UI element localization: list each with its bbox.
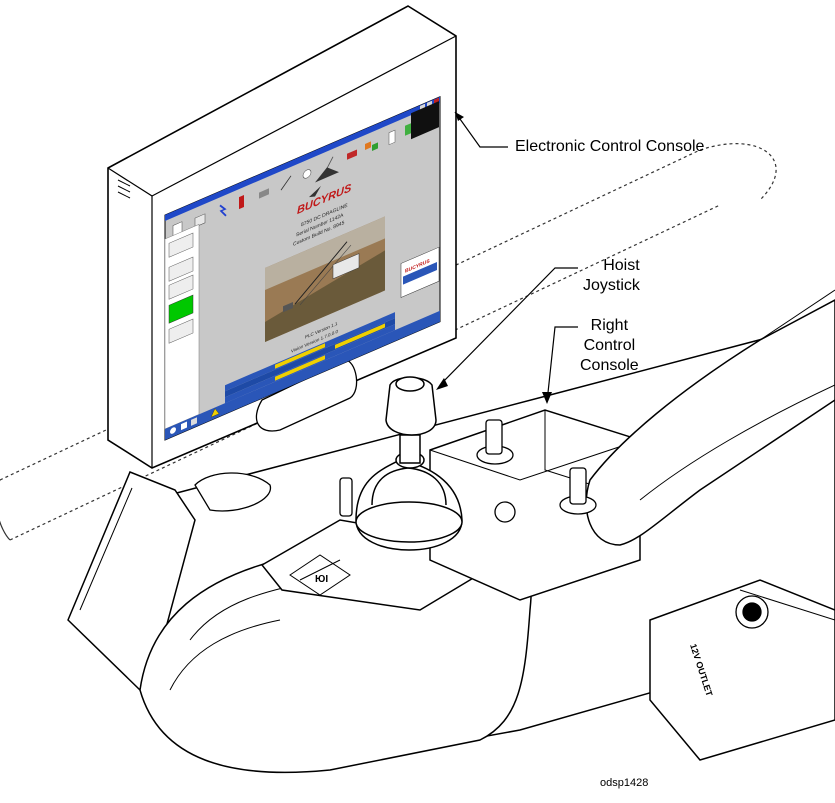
svg-text:ЮI: ЮI (315, 574, 328, 585)
callout-right-control-console: Right Control Console (580, 316, 639, 376)
joystick-plate-symbol: ЮI (289, 554, 351, 596)
screen-alarm-rows (225, 312, 395, 404)
monitor-vents (117, 179, 131, 199)
right-console-switches (476, 419, 769, 629)
dragline-photo (265, 216, 385, 342)
monitor-screen: BUCYRUS 8750 DC DRAGLINE Serial Number 1… (164, 96, 441, 441)
outlet-panel (649, 579, 835, 761)
screen-taskbar (165, 310, 440, 440)
callout-arrowheads (436, 112, 552, 404)
callout-line: Right (590, 317, 629, 334)
screen-left-menu (164, 224, 200, 430)
callout-line: Console (580, 357, 639, 374)
callout-hoist-joystick: Hoist Joystick (583, 256, 640, 296)
callout-electronic-control-console: Electronic Control Console (515, 138, 705, 155)
callout-leaders (439, 111, 578, 403)
callout-line: Control (583, 337, 636, 354)
callout-line: Hoist (603, 257, 640, 274)
console-body: ЮI (67, 289, 835, 774)
left-console-knob (194, 472, 353, 517)
right-armrest (585, 299, 835, 546)
hoist-joystick (355, 376, 463, 551)
screen-corner-logo: BUCYRUS (400, 246, 440, 298)
screen-toolbar-icons (172, 101, 439, 238)
monitor-stand (255, 359, 358, 432)
callout-line: Joystick (583, 277, 640, 294)
figure-id: odsp1428 (600, 777, 649, 789)
